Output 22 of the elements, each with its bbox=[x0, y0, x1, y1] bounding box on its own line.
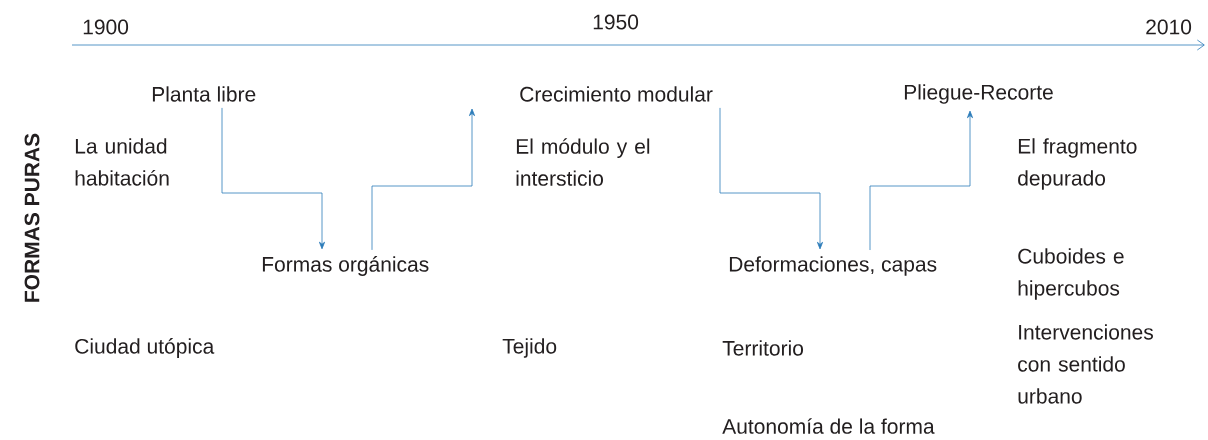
concept-label: Autonomía de la forma bbox=[722, 418, 935, 434]
concept-label: Tejido bbox=[502, 338, 557, 358]
stage-label: Crecimiento modular bbox=[520, 86, 713, 102]
stage-label: Deformaciones, capas bbox=[729, 256, 937, 276]
concept-label: Ciudad utópica bbox=[75, 338, 215, 358]
arrow bbox=[221, 107, 325, 250]
year-label: 1950 bbox=[593, 14, 639, 30]
stage-label: Planta libre bbox=[152, 86, 256, 102]
arrow bbox=[719, 107, 823, 250]
year-label: 2010 bbox=[1146, 19, 1192, 35]
concept-label: El fragmento depurado bbox=[1018, 138, 1137, 190]
year-label: 1900 bbox=[83, 19, 129, 35]
arrow bbox=[869, 110, 973, 251]
arrow bbox=[371, 108, 475, 251]
concept-label: Territorio bbox=[722, 340, 803, 356]
stage-label: Pliegue-Recorte bbox=[904, 84, 1053, 104]
axis-title: FORMAS PURAS bbox=[24, 133, 40, 302]
concept-label: Cuboides e hipercubos bbox=[1018, 248, 1124, 300]
concept-label: La unidad habitación bbox=[75, 138, 169, 186]
stage-label: Formas orgánicas bbox=[262, 256, 429, 276]
concept-label: Intervenciones con sentido urbano bbox=[1018, 324, 1153, 404]
concept-label: El módulo y el intersticio bbox=[516, 138, 650, 186]
